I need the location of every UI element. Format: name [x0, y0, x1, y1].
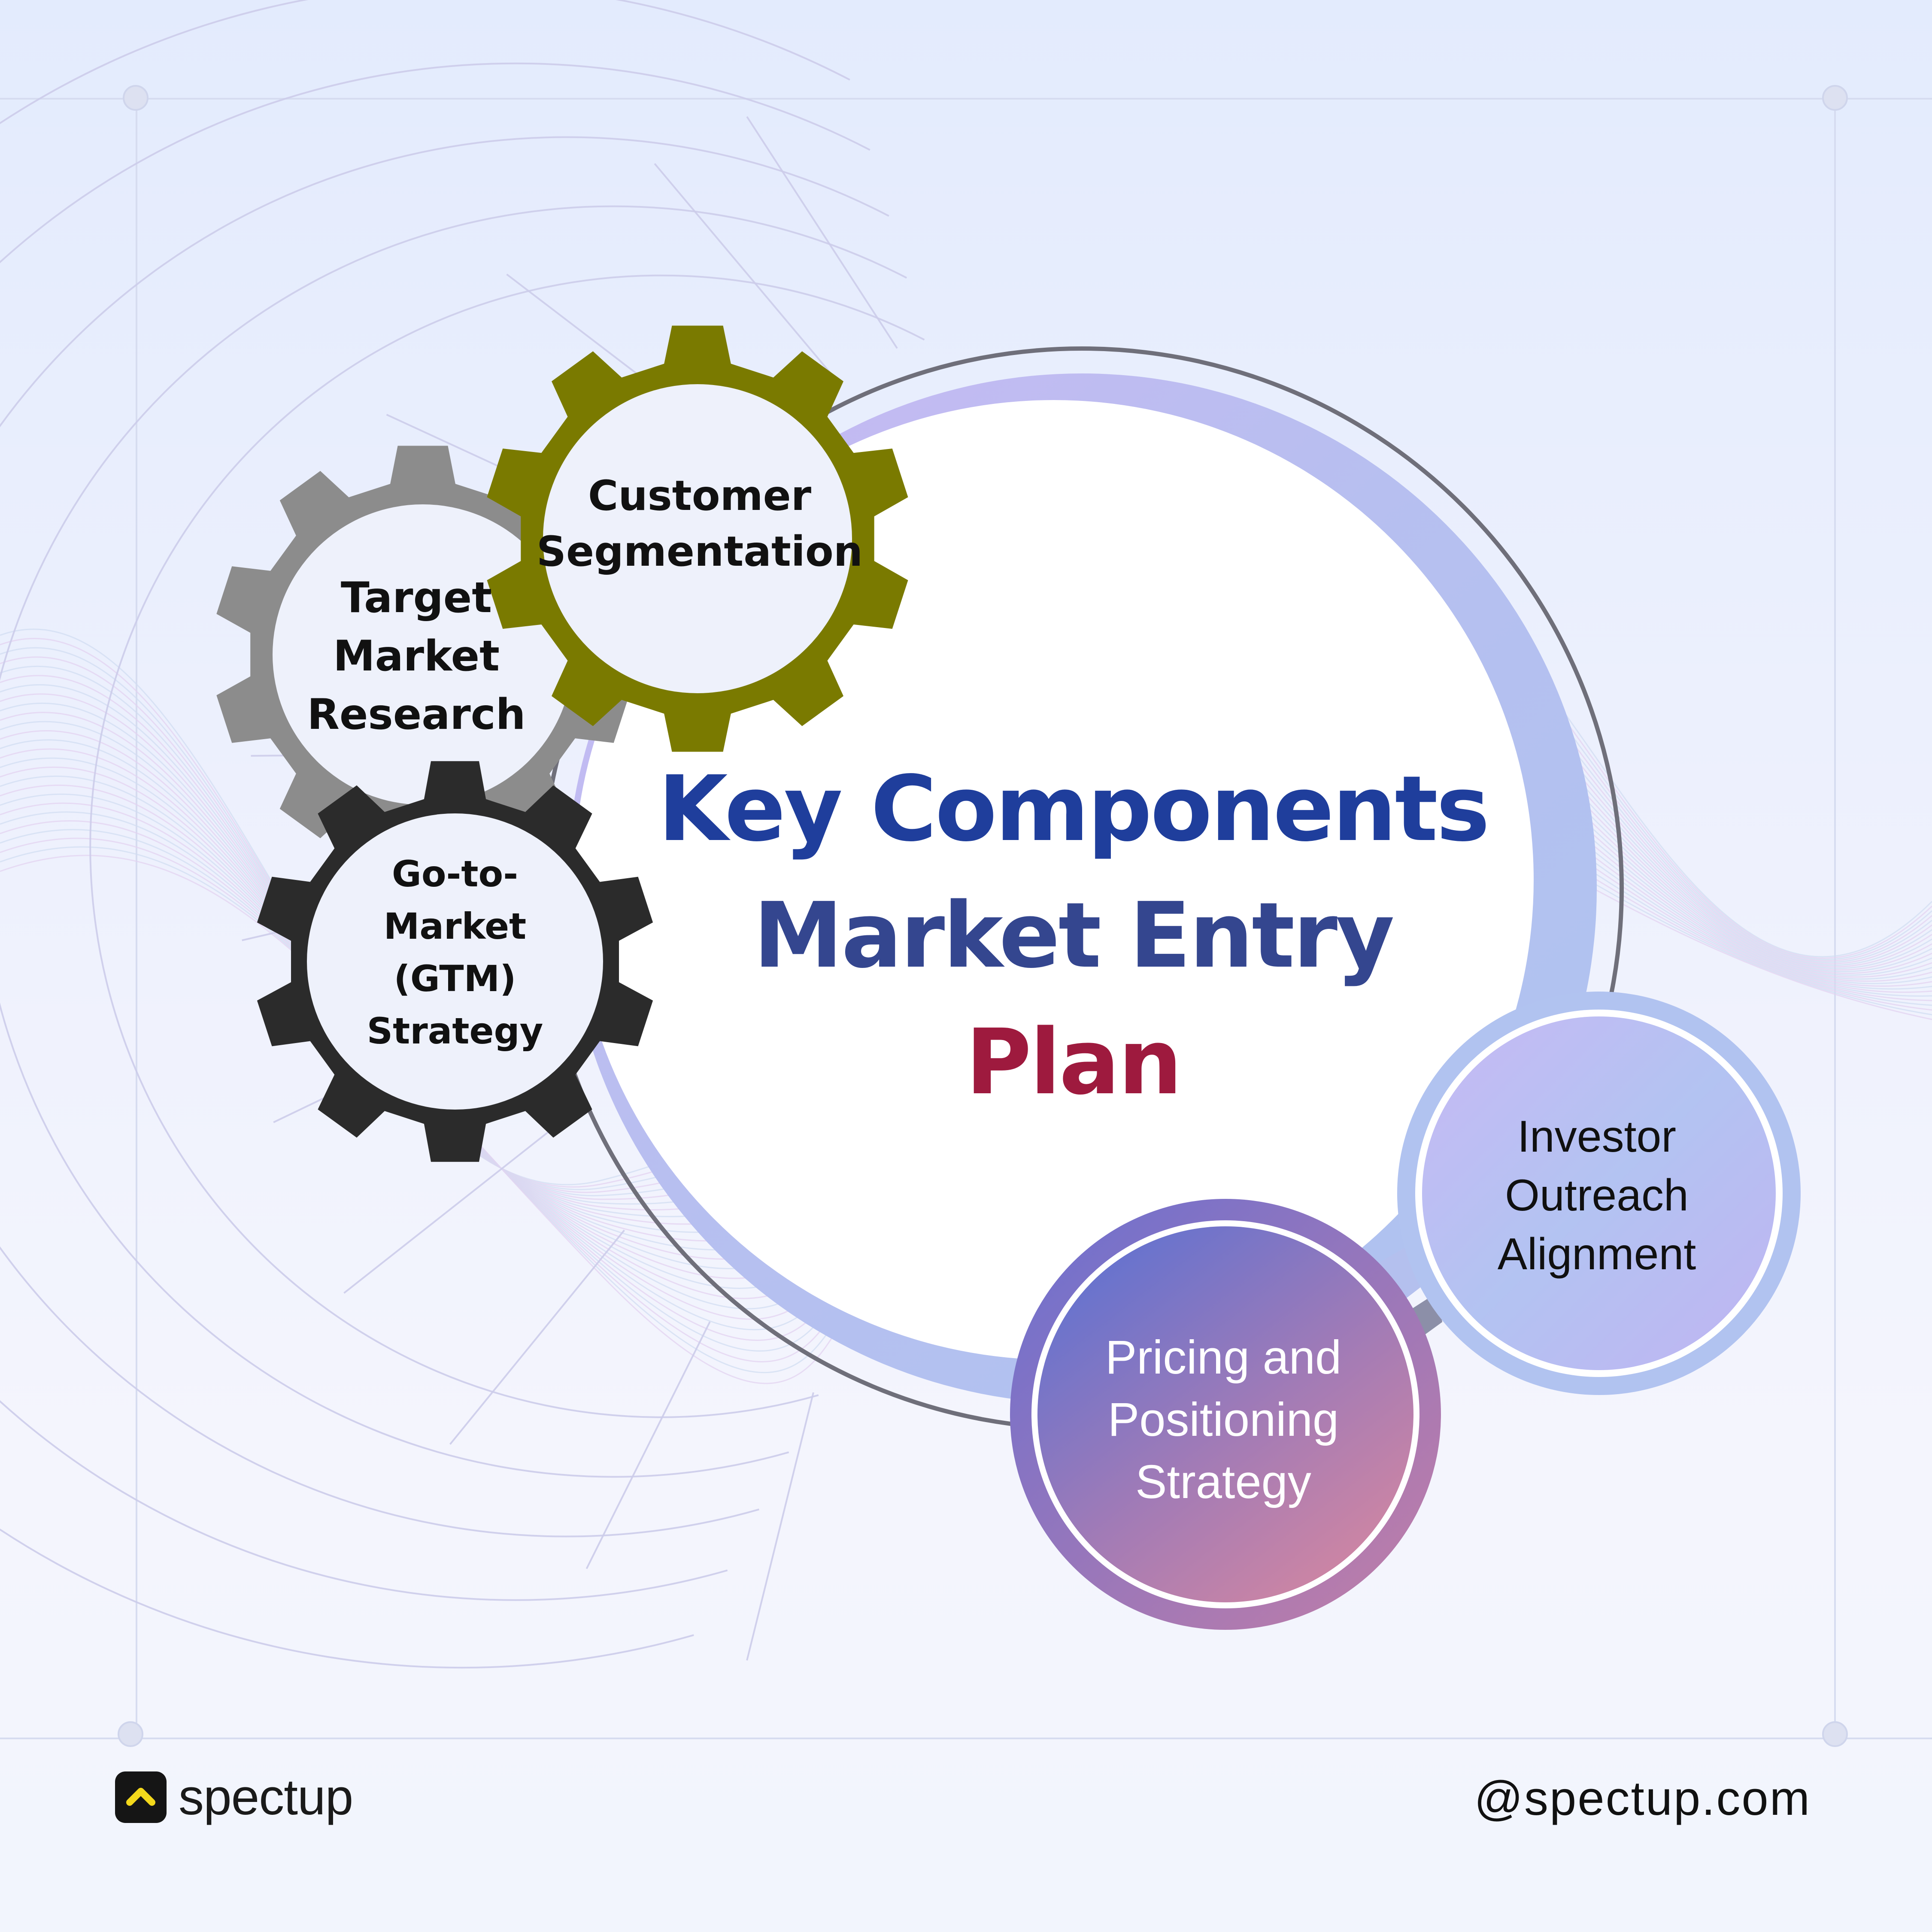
gear-hub — [307, 813, 603, 1110]
gear-label-line: Target — [340, 573, 492, 622]
title-line-3: Plan — [965, 1010, 1182, 1115]
gear-label-line: (GTM) — [394, 958, 516, 1000]
circle-label-investor-outreach: Investor Outreach Alignment — [1442, 1107, 1751, 1284]
gear-label-line: Strategy — [367, 1010, 543, 1052]
gear-label-line: Research — [307, 690, 526, 739]
gear-label-line: Market — [383, 905, 527, 947]
gear-gtm-strategy — [257, 761, 653, 1162]
circle-label-line: Outreach — [1505, 1171, 1689, 1220]
gear-label-customer-segmentation: Customer Segmentation — [511, 468, 889, 579]
gear-label-line: Go-to- — [391, 853, 519, 895]
circle-label-line: Pricing and — [1105, 1331, 1342, 1384]
circle-label-line: Positioning — [1107, 1393, 1339, 1446]
brand: spectup — [115, 1769, 353, 1826]
gear-label-line: Customer — [588, 472, 812, 520]
circle-label-pricing-positioning: Pricing and Positioning Strategy — [1047, 1326, 1399, 1513]
chevron-up-icon — [126, 1788, 155, 1806]
brand-name: spectup — [179, 1769, 353, 1826]
gear-hub — [543, 384, 852, 693]
gear-label-line: Segmentation — [536, 528, 863, 576]
circle-label-line: Investor — [1517, 1112, 1676, 1162]
circle-label-line: Alignment — [1497, 1229, 1696, 1279]
gear-customer-segmentation — [487, 325, 908, 752]
circle-label-line: Strategy — [1135, 1456, 1311, 1508]
brand-logo — [115, 1771, 167, 1823]
gear-label-gtm-strategy: Go-to- Market (GTM) Strategy — [331, 848, 579, 1057]
gear-label-target-market-research: Target Market Research — [262, 569, 571, 744]
gear-label-line: Market — [333, 632, 500, 681]
title-line-2: Market Entry — [753, 883, 1395, 988]
website-handle: @spectup.com — [1474, 1771, 1811, 1825]
title-line-1: Key Components — [658, 756, 1490, 861]
